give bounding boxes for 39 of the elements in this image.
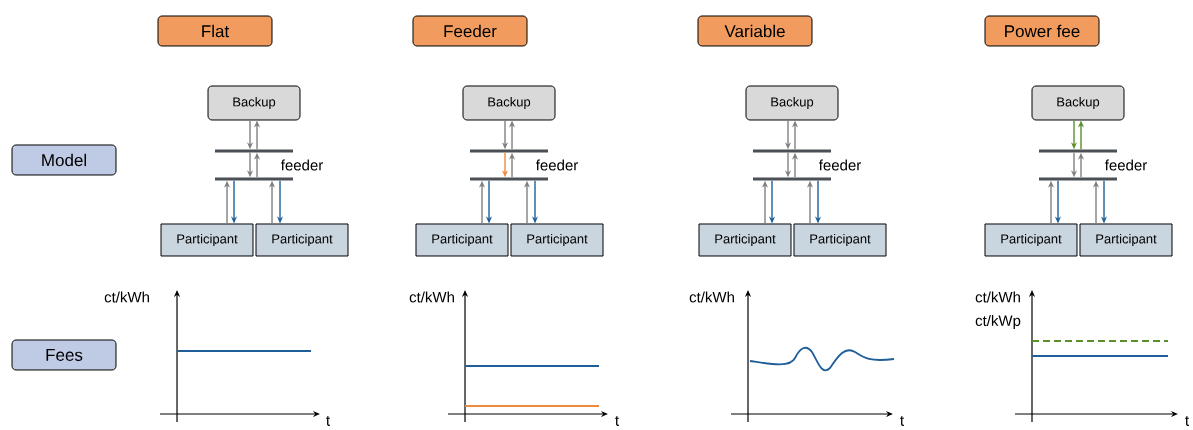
row-label-box: Model (11, 144, 117, 176)
axis-label: t (1185, 416, 1189, 426)
busbar (470, 149, 548, 153)
header-box: Power fee (984, 15, 1100, 47)
busbar (1039, 149, 1117, 153)
feeder-label: feeder (535, 159, 578, 171)
backup-box: Backup (1031, 85, 1125, 121)
feeder-label: feeder (1104, 159, 1147, 171)
row-label-box: Fees (11, 339, 117, 371)
axis-label: t (326, 416, 330, 426)
busbar (215, 177, 293, 181)
backup-box: Backup (745, 85, 839, 121)
busbar (215, 149, 293, 153)
participant-box: Participant (698, 223, 792, 257)
header-box: Feeder (412, 15, 528, 47)
participant-box: Participant (415, 223, 509, 257)
participant-box: Participant (160, 223, 254, 257)
axis-label: ct/kWh (975, 291, 1020, 303)
backup-box: Backup (462, 85, 556, 121)
busbar (753, 177, 831, 181)
busbar (753, 149, 831, 153)
backup-box: Backup (207, 85, 301, 121)
axis-label: ct/kWp (975, 315, 1021, 329)
header-box: Variable (697, 15, 813, 47)
participant-box: Participant (510, 223, 604, 257)
participant-box: Participant (1079, 223, 1173, 257)
feeder-label: feeder (280, 159, 323, 171)
axis-label: t (615, 416, 619, 426)
axis-label: ct/kWh (409, 291, 454, 303)
axis-label: ct/kWh (104, 291, 149, 303)
participant-box: Participant (984, 223, 1078, 257)
axis-label: ct/kWh (689, 291, 734, 303)
header-box: Flat (157, 15, 273, 47)
feeder-label: feeder (818, 159, 861, 171)
participant-box: Participant (255, 223, 349, 257)
busbar (470, 177, 548, 181)
axis-label: t (900, 416, 904, 426)
participant-box: Participant (793, 223, 887, 257)
busbar (1039, 177, 1117, 181)
